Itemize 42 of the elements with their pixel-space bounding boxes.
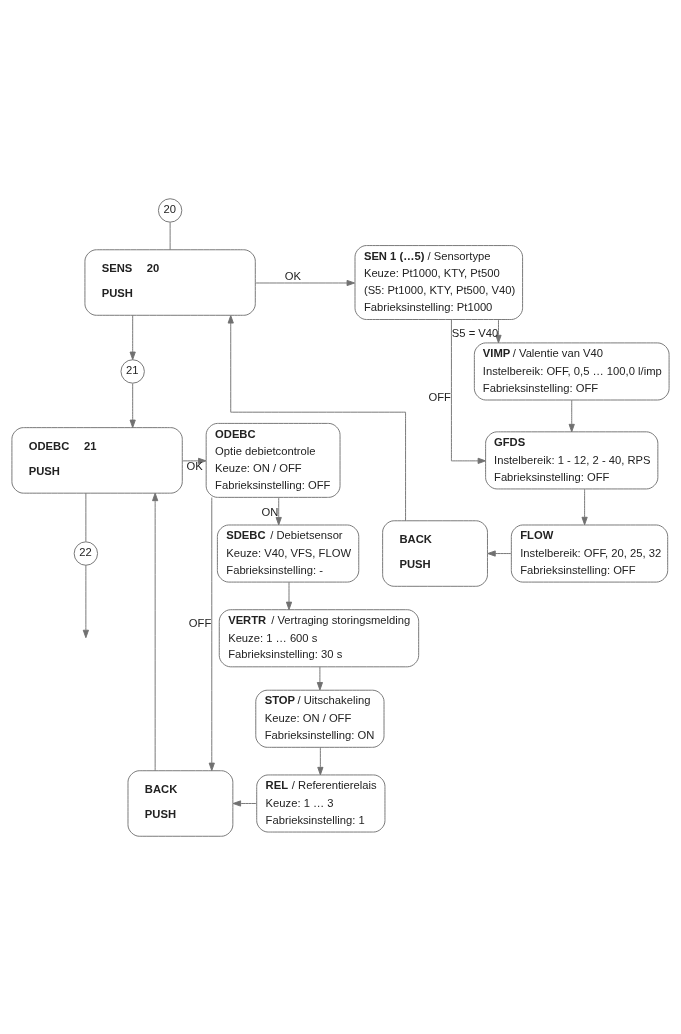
node-box: GFDS Instelbereik: 1 - 12, 2 - 40, RPS Fabrieksinstelling: OFF — [485, 430, 659, 489]
edge-label: S5 = V40 — [451, 326, 499, 339]
edge-label: OFF — [188, 616, 212, 629]
node-box: BACK PUSH — [127, 769, 234, 837]
arrow — [208, 496, 215, 771]
arrow — [487, 549, 512, 557]
arrow — [182, 457, 207, 464]
node-box: VERTR / Vertraging storingsmelding Keuze: 1 … 600 s Fabrieksinstelling: 30 s — [218, 608, 420, 667]
arrow — [129, 382, 136, 428]
node-box: REL / Referentierelais Keuze: 1 … 3 Fabrieksinstelling: 1 — [256, 773, 386, 832]
edge-label: OK — [284, 269, 301, 282]
arrow — [495, 318, 502, 343]
arrow — [129, 314, 136, 360]
node-box: SEN 1 (…5) / Sensortype Keuze: Pt1000, KTY, Pt500 (S5: Pt1000, KTY, Pt500, V40) Fabrieksinstelling: Pt1000 — [354, 244, 524, 320]
node-box: ODEBC Optie debietcontrole Keuze: ON / OFF Fabrieksinstelling: OFF — [205, 422, 341, 498]
connector — [85, 492, 87, 542]
arrow — [255, 279, 356, 286]
node-box: VIMP / Valentie van V40 Instelbereik: OFF, 0,5 … 100,0 l/imp Fabrieksinstelling: OFF — [473, 341, 670, 400]
node-circle: 20 — [157, 197, 183, 223]
node-box: SDEBC / Debietsensor Keuze: V40, VFS, FLOW Fabrieksinstelling: - — [216, 524, 360, 583]
edge-label: ON — [261, 505, 279, 518]
arrow — [285, 581, 293, 610]
edge-label: OK — [186, 459, 203, 472]
arrow — [450, 318, 487, 464]
arrow — [82, 564, 89, 638]
arrow — [232, 799, 257, 807]
connector — [169, 221, 171, 250]
arrow — [568, 399, 575, 432]
arrow — [316, 665, 323, 690]
edge-label: OFF — [428, 390, 451, 403]
arrow — [227, 314, 407, 521]
node-box: FLOW Instelbereik: OFF, 20, 25, 32 Fabrieksinstelling: OFF — [510, 524, 669, 583]
node-box: BACK PUSH — [382, 519, 488, 587]
arrow — [275, 496, 282, 525]
arrow — [152, 492, 159, 771]
node-circle: 22 — [73, 540, 99, 566]
node-box: ODEBC 21 PUSH — [11, 426, 183, 494]
node-circle: 21 — [120, 358, 145, 384]
node-box: SENS 20 PUSH — [84, 248, 256, 316]
node-box: STOP / Uitschakeling Keuze: ON / OFF Fabrieksinstelling: ON — [255, 689, 385, 748]
arrow — [317, 746, 324, 775]
arrow — [581, 488, 588, 525]
